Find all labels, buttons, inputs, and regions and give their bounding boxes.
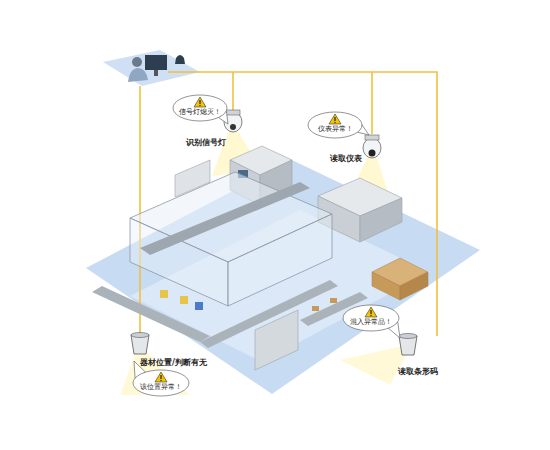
floor [86, 160, 480, 394]
camera-view [120, 350, 190, 395]
part [180, 296, 188, 304]
callout-bubble: 混入异常品！ [342, 304, 400, 332]
part [195, 302, 203, 310]
camera-lens [369, 150, 376, 157]
glass-enclosure [130, 218, 228, 306]
signal-wire [232, 72, 234, 110]
warning-mark [370, 315, 371, 316]
signal-wire [371, 72, 373, 134]
dome-camera [363, 138, 381, 158]
carton-stack [400, 272, 428, 300]
monitor [145, 55, 167, 70]
carton [312, 306, 319, 311]
fixed-camera [399, 336, 417, 355]
signal-wire [139, 86, 141, 336]
callout-text: 信号灯熄灭！ [172, 108, 228, 116]
carton-stack [372, 272, 400, 300]
operator-body [128, 68, 148, 82]
long-machine-side [360, 198, 402, 242]
warning-mark [160, 375, 161, 379]
camera-mount [365, 135, 379, 140]
warning-icon [194, 97, 206, 107]
camera-lens [230, 124, 236, 130]
callout-text: 该位置异常！ [132, 383, 190, 391]
alarm-bell [175, 55, 185, 64]
fixed-camera-top [399, 334, 417, 339]
bubble-outline [133, 370, 189, 396]
camera-label: 读取条形码 [398, 366, 438, 377]
carton [330, 298, 337, 303]
conveyor [140, 182, 310, 255]
fixed-camera-top [131, 333, 149, 338]
warning-mark [160, 380, 161, 381]
warning-mark [199, 105, 200, 106]
camera-label: 识别信号灯 [186, 137, 226, 148]
camera-label: 器材位置/判断有无 [140, 357, 207, 368]
part [160, 290, 168, 298]
callout-text: 仪表异常！ [307, 125, 363, 133]
bubble-outline [308, 112, 362, 138]
operator-floor [103, 50, 200, 86]
camera-mount [226, 110, 240, 115]
warning-mark [199, 100, 200, 104]
bubble-outline [343, 305, 399, 331]
warning-mark [334, 117, 335, 121]
monitor-stand [154, 70, 158, 76]
warning-icon [365, 307, 377, 317]
warning-mark [334, 122, 335, 123]
conveyor [92, 286, 210, 342]
scanner-gate [255, 310, 298, 370]
fixed-camera [131, 335, 149, 354]
operator-head [132, 57, 142, 67]
warning-icon [329, 114, 341, 124]
callout-bubble: 该位置异常！ [132, 369, 190, 397]
warning-icon [155, 372, 167, 382]
camera-view [340, 346, 411, 385]
camera-label: 读取仪表 [330, 153, 362, 164]
callout-bubble: 信号灯熄灭！ [172, 94, 228, 122]
warning-mark [370, 310, 371, 314]
bubble-outline [173, 95, 227, 121]
callout-bubble: 仪表异常！ [307, 111, 363, 139]
callout-text: 混入异常品！ [342, 318, 400, 326]
